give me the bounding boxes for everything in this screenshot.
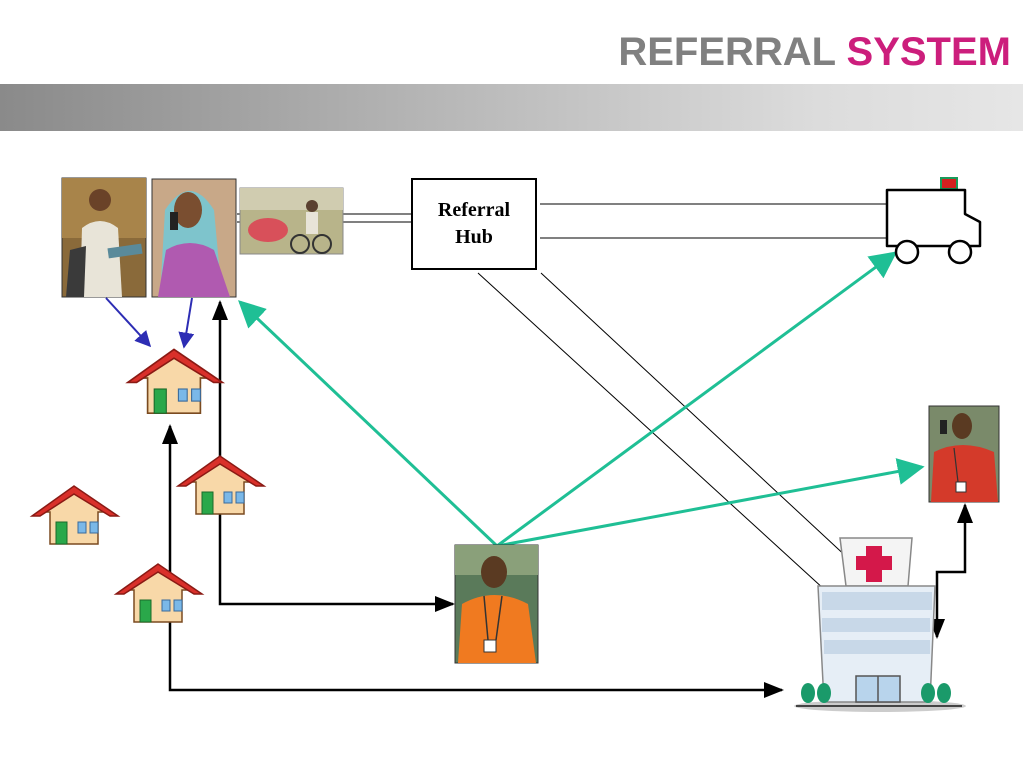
header-gradient-band bbox=[0, 84, 1023, 131]
black-arrows bbox=[162, 300, 973, 698]
title-word-referral: REFERRAL bbox=[618, 30, 836, 74]
house-icon bbox=[113, 563, 207, 623]
house-icon bbox=[124, 348, 228, 415]
rickshaw-photo bbox=[239, 187, 344, 255]
hub-connector-lines bbox=[237, 203, 887, 591]
hospital-icon bbox=[794, 537, 966, 712]
hub-label-line2: Hub bbox=[455, 226, 493, 248]
teal-arrows bbox=[238, 251, 925, 548]
field-staff-photo bbox=[928, 405, 1000, 503]
referral-hub-box: Referral Hub bbox=[411, 178, 537, 270]
community-agent-photo bbox=[454, 544, 539, 664]
health-worker-photo bbox=[61, 177, 147, 298]
hub-label-line1: Referral bbox=[437, 199, 511, 221]
title-word-system: SYSTEM bbox=[846, 30, 1011, 74]
blue-arrows bbox=[105, 297, 195, 349]
woman-on-phone-photo bbox=[151, 178, 237, 298]
house-icon bbox=[175, 455, 269, 515]
house-icon bbox=[29, 485, 123, 545]
slide-title: REFERRAL SYSTEM bbox=[618, 30, 1011, 75]
ambulance-icon bbox=[885, 177, 982, 265]
